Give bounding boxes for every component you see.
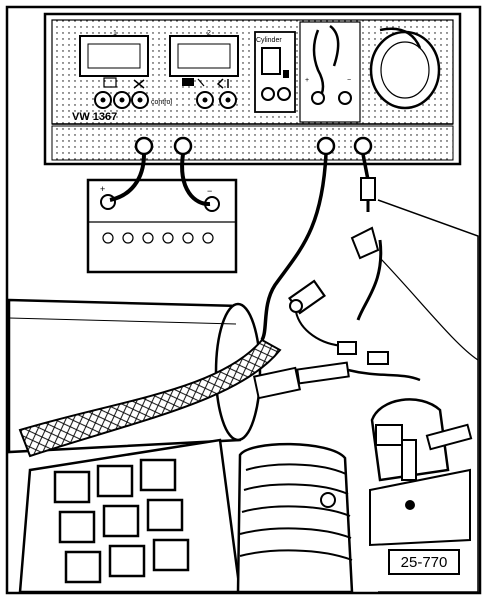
battery-cell-caps — [102, 232, 214, 244]
cable-probe — [288, 279, 346, 347]
cylinder-knob-1 — [261, 87, 275, 101]
tester-sockets — [134, 136, 373, 156]
battery-cable-negative — [180, 153, 211, 207]
hose-coil-area: + − — [299, 21, 441, 123]
socket-4 — [353, 136, 373, 156]
engine-tester: 1 2 control Cyl — [43, 12, 462, 166]
meter-1-number: 1 — [113, 30, 117, 37]
battery-minus-mark: − — [207, 186, 212, 196]
cylinder-label: Cylinder — [256, 37, 282, 44]
tester-model-label: VW 1367 — [72, 111, 117, 123]
battery-terminal-positive — [100, 194, 116, 210]
control-label: control — [151, 99, 172, 106]
connector-1 — [337, 341, 357, 355]
jack-minus-mark: − — [347, 77, 351, 84]
meter-1-window — [87, 43, 141, 69]
clip-bracket — [350, 226, 380, 260]
probe-plug — [360, 177, 376, 201]
battery: + − — [86, 178, 238, 274]
boot-clamp-screw — [320, 492, 336, 508]
braided-hose — [18, 338, 282, 458]
battery-cable-positive — [109, 153, 146, 202]
connector-2 — [367, 351, 389, 365]
jack-clip-left — [311, 91, 325, 105]
meter-2-number: 2 — [207, 30, 211, 37]
tester-lower-strip — [51, 125, 454, 161]
cylinder-display — [261, 47, 281, 75]
intake-boot — [236, 442, 354, 594]
knob-row: control — [94, 91, 237, 109]
throttle-linkage — [369, 398, 473, 547]
sensor-fitting — [252, 361, 421, 400]
meter-2-window — [177, 43, 231, 69]
jack-plus-mark: + — [305, 77, 309, 84]
battery-case — [86, 178, 238, 274]
socket-1 — [134, 136, 154, 156]
spark-symbol-icon — [133, 79, 145, 89]
engine-block — [18, 438, 242, 594]
jack-clip-right — [338, 91, 352, 105]
sensor-cable — [260, 153, 328, 341]
battery-plus-mark: + — [100, 184, 105, 194]
arrow-symbol-icon — [216, 78, 224, 89]
socket-3 — [316, 136, 336, 156]
ignition-symbol-icon — [182, 78, 194, 86]
control-symbols — [103, 77, 229, 89]
socket-2 — [173, 136, 193, 156]
figure-id-label: 25-770 — [388, 549, 460, 575]
cylinder-knob-2 — [277, 87, 291, 101]
battery-symbol-icon — [103, 77, 117, 88]
